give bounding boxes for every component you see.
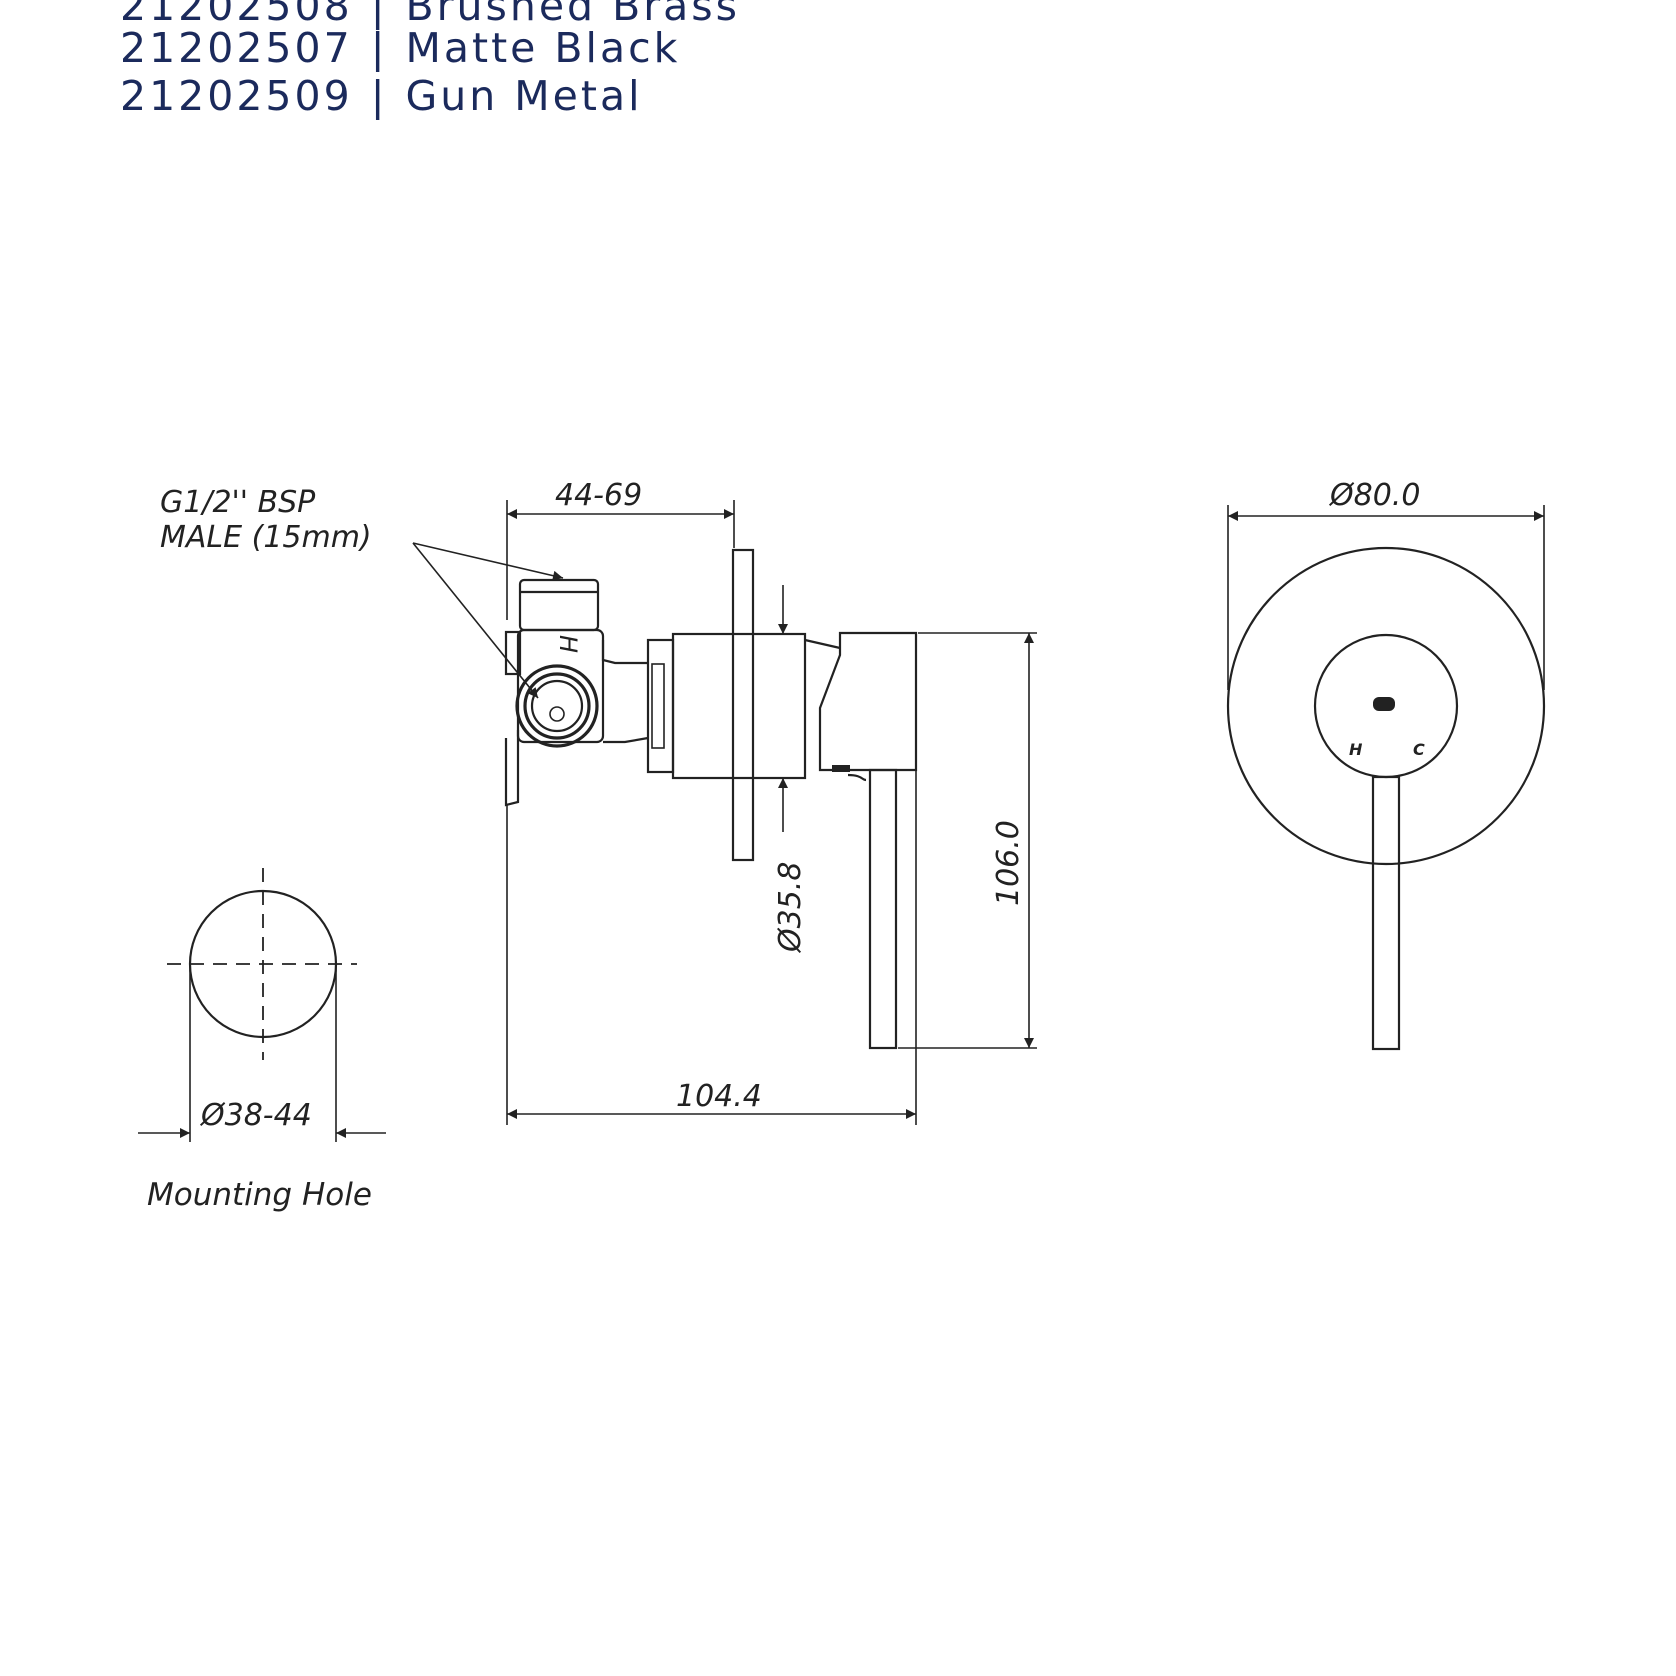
finish-name: Matte Black [405, 24, 681, 72]
header-line-3: 21202509|Gun Metal [120, 76, 642, 117]
finish-name: Brushed Brass [405, 0, 740, 30]
product-code: 21202507 [120, 24, 353, 72]
valve-housing [516, 628, 605, 744]
thread-label-line2: MALE (15mm) [160, 520, 372, 555]
spindle-housing [671, 632, 807, 780]
cover-plate [731, 548, 755, 862]
indicator-dot [1373, 697, 1395, 711]
separator: | [370, 0, 388, 30]
thread-label-line1: G1/2'' BSP [160, 485, 316, 520]
mounting-bracket [504, 730, 520, 807]
mounting-hole-view: Ø38-44 Mounting Hole [138, 868, 386, 1213]
hot-label: H [1349, 740, 1363, 759]
dim-hole-dia: Ø38-44 [199, 1098, 312, 1133]
dim-length: 104.4 [676, 1079, 762, 1114]
lever-handle [804, 631, 918, 1050]
header-line-1: 21202508 | Brushed Brass [120, 0, 740, 27]
separator: | [370, 72, 388, 120]
dim-wall-depth: 44-69 [555, 478, 642, 513]
product-code: 21202509 [120, 72, 353, 120]
finish-name: Gun Metal [405, 72, 643, 120]
cold-label: C [1413, 740, 1425, 759]
leader-arrow [412, 542, 564, 581]
hot-marking: H [554, 635, 582, 653]
inlet-outer-ring [515, 664, 599, 748]
cover-plate-circle [1226, 546, 1546, 866]
valve-body: H [504, 578, 807, 807]
product-code: 21202508 [120, 0, 353, 30]
dim-plate-dia: Ø80.0 [1328, 478, 1420, 513]
front-lever [1371, 775, 1401, 1051]
dim-spindle-dia: Ø35.8 [773, 862, 808, 954]
inlet-top [518, 578, 600, 632]
lever [868, 768, 898, 1050]
separator: | [370, 24, 388, 72]
dim-height: 106.0 [991, 820, 1026, 906]
front-view: H C Ø80.0 [1226, 478, 1546, 1051]
side-view: G1/2'' BSP MALE (15mm) H [160, 478, 1037, 1125]
mounting-hole-label: Mounting Hole [147, 1177, 372, 1213]
header-line-2: 21202507|Matte Black [120, 28, 680, 69]
